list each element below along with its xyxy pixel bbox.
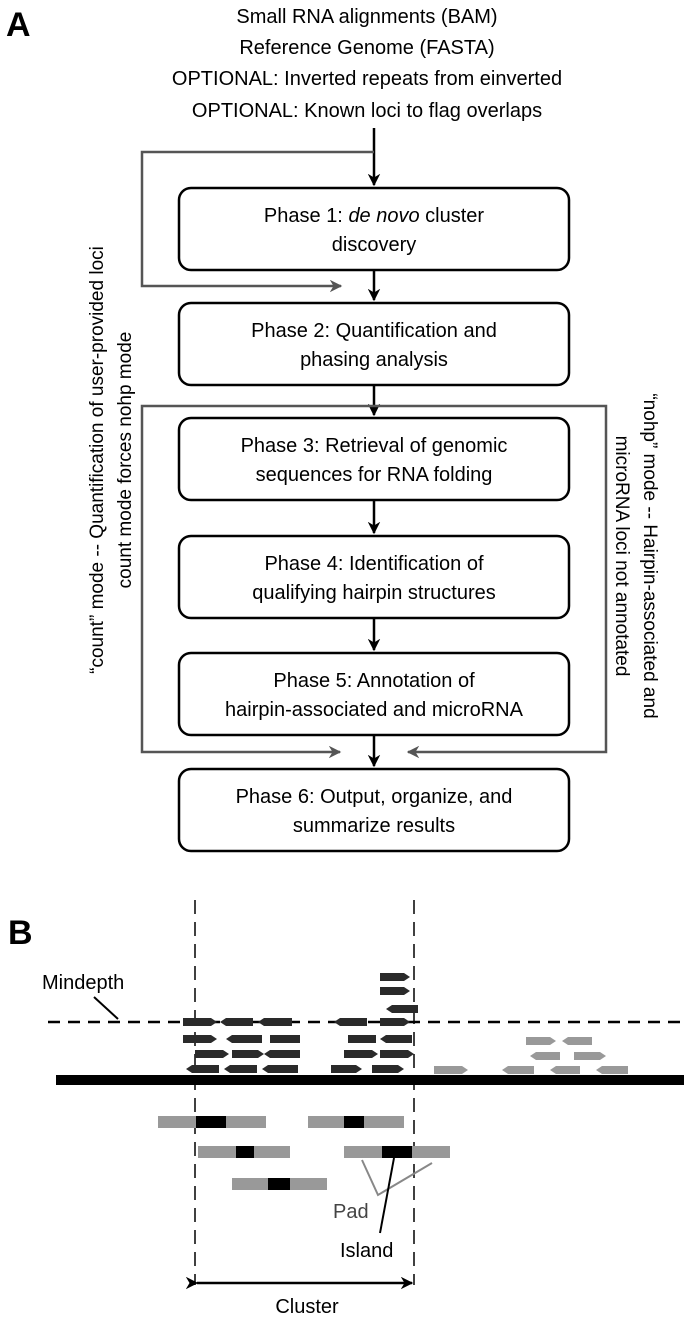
island-pointer (379, 1157, 395, 1234)
phase-3-box (177, 416, 571, 502)
read (195, 1050, 229, 1058)
count-nohp-loop (140, 404, 374, 759)
mode-loops (140, 150, 608, 759)
phase-1-line-2: discovery (332, 234, 416, 256)
read (386, 1005, 418, 1013)
phase-1-box (177, 186, 571, 272)
island (382, 1146, 412, 1158)
read (224, 1065, 257, 1073)
mindepth-label: Mindepth (42, 972, 124, 994)
input-line-einverted: OPTIONAL: Inverted repeats from einverte… (172, 68, 562, 90)
read (344, 1050, 378, 1058)
light-reads (434, 1037, 628, 1074)
phase-3-line-2: sequences for RNA folding (256, 464, 493, 486)
phase-1-line-c: cluster (420, 205, 485, 227)
island (344, 1116, 364, 1128)
phase-5-line-1: Phase 5: Annotation of (273, 670, 475, 692)
genome-line (56, 1075, 684, 1085)
phase-2-box (177, 301, 571, 387)
read (183, 1035, 217, 1043)
read (526, 1037, 556, 1045)
phase-6-line-2: summarize results (293, 815, 455, 837)
island (236, 1146, 254, 1158)
pad-label: Pad (333, 1201, 369, 1223)
read (220, 1018, 253, 1026)
phase-5-box (177, 651, 571, 737)
read (380, 1018, 410, 1026)
read (348, 1035, 376, 1043)
read (183, 1018, 217, 1026)
mindepth-pointer (93, 996, 119, 1020)
read (502, 1066, 534, 1074)
read (434, 1066, 468, 1074)
island-label: Island (340, 1240, 393, 1262)
read (186, 1065, 219, 1073)
read (262, 1065, 298, 1073)
read (232, 1050, 264, 1058)
read (331, 1065, 362, 1073)
phase-1-line-a: Phase 1: (264, 205, 349, 227)
phase-4-box (177, 534, 571, 620)
pad-pointer (361, 1159, 433, 1197)
right-note: “nohp” mode -- Hairpin-associated and mi… (611, 393, 660, 718)
islands (158, 1116, 450, 1190)
read (562, 1037, 592, 1045)
read (380, 973, 410, 981)
panel-b-label: B (8, 914, 33, 952)
count-mode-loop (140, 150, 374, 293)
right-note-line-1: “nohp” mode -- Hairpin-associated and (639, 393, 660, 718)
read (380, 1050, 414, 1058)
input-line-bam: Small RNA alignments (BAM) (236, 6, 497, 28)
read (264, 1050, 300, 1058)
read (596, 1066, 628, 1074)
read (334, 1018, 367, 1026)
read (574, 1052, 606, 1060)
inputs-list: Small RNA alignments (BAM) Reference Gen… (172, 6, 562, 122)
input-line-known-loci: OPTIONAL: Known loci to flag overlaps (192, 100, 542, 122)
read (226, 1035, 262, 1043)
read (380, 1035, 412, 1043)
island (268, 1178, 290, 1190)
island (196, 1116, 226, 1128)
left-note-line-2: count mode forces nohp mode (115, 332, 136, 589)
phase-4-line-1: Phase 4: Identification of (264, 553, 483, 575)
label-pointers (361, 1157, 433, 1234)
phase-6-line-1: Phase 6: Output, organize, and (236, 786, 513, 808)
cluster-label: Cluster (275, 1296, 339, 1318)
phase-3-line-1: Phase 3: Retrieval of genomic (241, 435, 508, 457)
read (270, 1035, 300, 1043)
read (258, 1018, 292, 1026)
read (372, 1065, 404, 1073)
left-note: “count” mode -- Quantification of user-p… (87, 246, 136, 674)
input-line-fasta: Reference Genome (FASTA) (239, 37, 494, 59)
nohp-mode-loop (374, 404, 608, 759)
right-note-line-2: microRNA loci not annotated (611, 436, 632, 677)
read (550, 1066, 580, 1074)
phase-2-line-1: Phase 2: Quantification and (251, 320, 497, 342)
phase-1-italic: de novo (348, 205, 419, 227)
read (530, 1052, 560, 1060)
phase-6-box (177, 767, 571, 853)
panel-a-label: A (6, 6, 31, 44)
left-note-line-1: “count” mode -- Quantification of user-p… (87, 246, 108, 674)
phase-2-line-2: phasing analysis (300, 349, 448, 371)
dark-reads (183, 973, 418, 1073)
read (380, 987, 410, 995)
phase-boxes (177, 186, 571, 853)
phase-5-line-2: hairpin-associated and microRNA (225, 699, 524, 721)
phase-1-text: Phase 1: de novo cluster (264, 205, 484, 227)
phase-4-line-2: qualifying hairpin structures (252, 582, 495, 604)
